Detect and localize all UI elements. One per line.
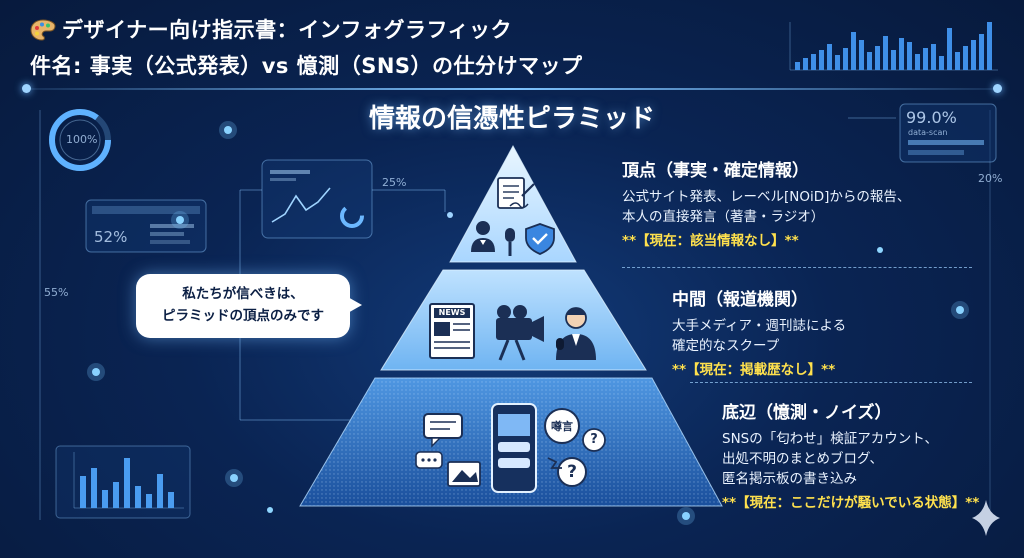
tier-top-block: 頂点（事実・確定情報） 公式サイト発表、レーベル[NOiD]からの報告、 本人の… — [622, 156, 910, 249]
panel-percent-label: 52% — [94, 228, 128, 246]
tier-middle-line: 大手メディア・週刊誌による — [672, 318, 847, 334]
document-icon — [497, 177, 535, 209]
glow-dot-halo — [225, 469, 243, 487]
glow-dot — [230, 474, 238, 482]
reporter-icon — [556, 307, 596, 360]
speech-bubble-line1: 私たちが信べきは、 — [182, 286, 304, 302]
glow-dot-halo — [219, 121, 237, 139]
glow-dot — [956, 306, 964, 314]
image-icon — [447, 461, 481, 487]
glow-dot — [877, 247, 883, 253]
newspaper-icon — [429, 303, 475, 359]
glow-dot-halo — [171, 211, 189, 229]
microphone-icon — [505, 228, 515, 256]
header-title-line1-text: デザイナー向け指示書：インフォグラフィック — [62, 18, 513, 42]
bottom-left-bar-chart — [55, 445, 191, 519]
top-right-bar-chart — [789, 22, 998, 71]
glow-dot — [224, 126, 232, 134]
pyramid-title: 情報の信憑性ピラミッド — [368, 104, 655, 134]
sparkle-icon — [972, 500, 1000, 536]
data-scan-value: 99.0% — [906, 108, 957, 127]
glow-dot-halo — [951, 301, 969, 319]
divider-endpoint — [22, 84, 31, 93]
data-scan-panel — [848, 103, 997, 163]
video-camera-icon — [496, 305, 544, 361]
tier-bottom-line: 出処不明のまとめブログ、 — [722, 451, 884, 467]
connector-dot — [447, 212, 453, 218]
tier-middle-status: **【現在：掲載歴なし】** — [672, 362, 836, 378]
glow-dot-halo — [87, 363, 105, 381]
glow-dot — [267, 507, 273, 513]
rumor-bubble-icon — [544, 408, 580, 444]
ring-gauge-label: 100% — [66, 133, 98, 146]
tier-middle-heading: 中間（報道機関） — [672, 290, 808, 310]
question-mark-small: ? — [590, 432, 598, 447]
glow-dot — [92, 368, 100, 376]
shield-check-icon — [525, 223, 555, 255]
tier-bottom-block: 底辺（憶測・ノイズ） SNSの「匂わせ」検証アカウント、 出処不明のまとめブログ… — [722, 398, 979, 511]
line-chart-panel — [261, 159, 373, 239]
right-percent-label: 20% — [978, 172, 1003, 185]
tier-divider — [622, 267, 972, 268]
rumor-label: 噂言 — [551, 420, 573, 433]
newspaper-label: NEWS — [438, 308, 466, 317]
speech-bubble-tail — [346, 296, 362, 314]
header-subject: 件名: 事実（公式発表）vs 憶測（SNS）の仕分けマップ — [30, 54, 583, 78]
tier-bottom-line: SNSの「匂わせ」検証アカウント、 — [722, 431, 938, 447]
typing-bubble-icon — [415, 451, 443, 469]
question-bubble-icon — [547, 428, 606, 487]
smartphone-icon — [491, 403, 537, 493]
tier-middle-line: 確定的なスクープ — [672, 338, 780, 354]
chat-bubble-icon — [423, 413, 463, 448]
glow-dot — [682, 512, 690, 520]
glow-dot-halo — [677, 507, 695, 525]
chart-percent-label: 25% — [382, 176, 407, 189]
tier-middle-block: 中間（報道機関） 大手メディア・週刊誌による 確定的なスクープ **【現在：掲載… — [672, 285, 846, 378]
tier-top-status: **【現在：該当情報なし】** — [622, 233, 799, 249]
tier-divider — [690, 382, 972, 383]
speech-bubble: 私たちが信べきは、 ピラミッドの頂点のみです — [136, 274, 350, 338]
header-title: デザイナー向け指示書：インフォグラフィック — [30, 14, 512, 44]
question-mark-large: ? — [567, 462, 577, 482]
tier-top-line: 本人の直接発言（著書・ラジオ） — [622, 209, 825, 225]
tier-top-heading: 頂点（事実・確定情報） — [622, 161, 809, 181]
tier-top-line: 公式サイト発表、レーベル[NOiD]からの報告、 — [622, 189, 911, 205]
header-divider — [26, 88, 998, 90]
speech-bubble-line2: ピラミッドの頂点のみです — [162, 308, 324, 324]
tier-bottom-line: 匿名掲示板の書き込み — [722, 471, 857, 487]
tier-bottom-heading: 底辺（憶測・ノイズ） — [722, 403, 892, 423]
tier-bottom-status: **【現在：ここだけが騒いでいる状態】** — [722, 495, 980, 511]
data-scan-sub: data-scan — [908, 128, 948, 137]
glow-dot — [176, 216, 184, 224]
palette-icon — [30, 19, 56, 41]
divider-endpoint — [993, 84, 1002, 93]
percent-panel — [85, 199, 207, 253]
ring-gauge — [49, 109, 111, 171]
person-icon — [471, 221, 495, 252]
left-percent-label: 55% — [44, 286, 69, 299]
